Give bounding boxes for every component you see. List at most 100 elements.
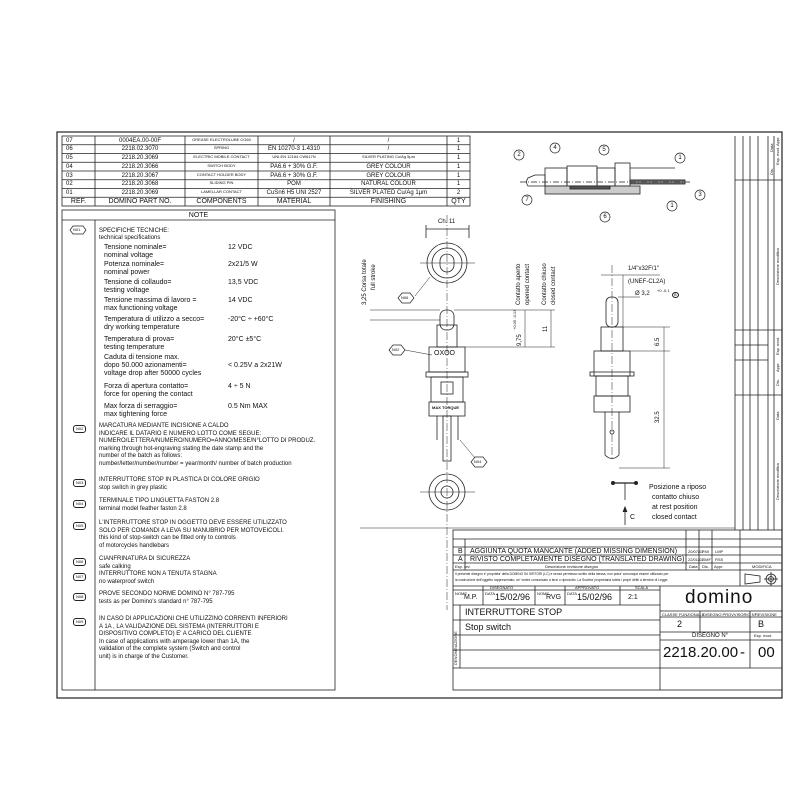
note-heading-en: technical specifications: [99, 235, 161, 241]
parts-cell-component: SLIDING PIN: [209, 180, 234, 186]
revision-value: B: [758, 619, 765, 629]
drawn-name-label: NOME: [455, 591, 467, 596]
spec-label-en: force for opening the contact: [104, 391, 193, 398]
parts-cell-ref: 04: [66, 163, 73, 170]
spec-label: Potenza nominale=: [104, 261, 165, 268]
pin-diameter-tolerance: +0 -0,1: [657, 288, 670, 293]
note-tag: N06: [73, 558, 87, 566]
rev-header-dis: Dis.: [702, 564, 709, 569]
parts-cell-ref: 02: [66, 181, 73, 188]
note-line: L'INTERRUTTORE STOP IN OGGETTO DEVE ESSE…: [99, 520, 287, 526]
parts-cell-ref: 07: [66, 137, 73, 144]
rev-b-date: 20/07/02: [688, 549, 704, 554]
side-label-esp-mod-2: Esp. mod.: [775, 336, 780, 355]
note-box: [61, 209, 336, 691]
rev-header-desc: Descrizione revisione disegno: [545, 564, 599, 569]
balloon-circle: [674, 152, 686, 164]
parts-cell-part-no: 2218.02.3070: [121, 146, 159, 153]
side-label-dis: Dis.: [769, 168, 774, 175]
side-label-appr: Appr.: [775, 136, 780, 146]
parts-cell-component: GREASE ELECTROLUBE CG60: [192, 136, 251, 142]
note-line: unit) is in charge of the Customer.: [99, 654, 189, 660]
scale-value: 2:1: [628, 594, 638, 601]
parts-cell-material: PA6.6 + 30% G.F.: [270, 163, 318, 170]
exp-mod-value: 00: [758, 644, 775, 661]
parts-header-qty: QTY: [451, 198, 466, 206]
note-tag: N07: [73, 573, 87, 581]
note-line: validation of the complete system (Switc…: [99, 646, 241, 653]
parts-cell-qty: 2: [456, 190, 461, 196]
note-line: of motorcycles handlebars: [99, 542, 170, 549]
open-contact-label: Contatto aperto: [516, 263, 522, 305]
spec-value: 0.5 Nm MAX: [228, 403, 268, 410]
rev-a-appr: RSS: [715, 557, 724, 562]
denomination-label: DENOMINAZIONE: [453, 631, 458, 665]
parts-cell-material: POM: [287, 181, 301, 188]
parts-cell-qty: 1: [456, 137, 461, 144]
balloon-label: 3: [698, 192, 702, 198]
stroke-label-en: full stroke: [371, 264, 377, 290]
note-line: PROVE SECONDO NORME DOMINO N° 787-795: [99, 591, 235, 597]
approved-name-label: NOME: [537, 591, 549, 596]
rev-b-appr: LMP: [715, 549, 724, 554]
balloon-label: 5: [602, 147, 606, 153]
contact-label: C: [630, 514, 636, 521]
balloon-label: 2: [517, 152, 521, 158]
drawn-name: M.P.: [464, 594, 478, 601]
rev-header-rev: Esp. rev.: [455, 564, 471, 569]
note-line: INTERRUTTORE STOP IN PLASTICA DI COLORE …: [99, 477, 260, 483]
hex-size-label: Ch. 11: [438, 219, 456, 225]
rev-b-dis: FMI: [702, 549, 709, 554]
parts-cell-ref: 03: [66, 172, 73, 179]
balloon-label: 7: [525, 197, 529, 203]
open-contact-label-en: opened contact: [525, 263, 531, 305]
title-italian: INTERRUTTORE STOP: [465, 607, 563, 617]
note-tag-n02: N02: [392, 347, 400, 352]
rev-a-date: 22/01/02: [688, 557, 704, 562]
parts-cell-finishing: GREY COLOUR: [366, 163, 411, 170]
side-label-data: Data: [769, 143, 774, 152]
section-view: [520, 162, 690, 195]
parts-cell-component: SWITCH BODY: [207, 162, 236, 168]
spec-label: Temperatura di prova=: [104, 336, 175, 343]
pin-diameter: Ø 3,2: [635, 291, 650, 297]
parts-cell-finishing: /: [387, 146, 390, 153]
spec-label-en: nominal voltage: [104, 252, 154, 259]
parts-cell-part-no: 2218.20.3069: [121, 190, 159, 196]
note-line: this kind of stop-switch can be fitted o…: [99, 535, 236, 542]
class-label: CLASSE FUNZIONALE: [662, 612, 705, 617]
spec-label: Max forza di serraggio=: [104, 403, 178, 410]
note-line: tests as per Domino's standard n° 787-79…: [99, 598, 213, 605]
balloon-circle: [513, 149, 525, 161]
legal-line-2: la costruzione dell'oggetto rappresentat…: [455, 578, 669, 582]
dim-9-75-tolerance: +0.05 -0.13: [512, 309, 517, 330]
drawn-date: 15/02/96: [495, 592, 531, 602]
note-line: no waterproof switch: [99, 578, 155, 585]
dim-11: 11: [543, 325, 549, 332]
balloon-circle: [521, 194, 533, 206]
note-tag: N02: [73, 425, 87, 433]
parts-cell-part-no: 2218.20.3069: [121, 155, 159, 161]
spec-label-en: max functioning voltage: [104, 305, 178, 312]
note-tag: N03: [73, 479, 87, 487]
parts-cell-qty: 1: [456, 163, 461, 170]
rev-header-appr: Appr.: [714, 564, 724, 569]
approved-name: RVG: [546, 594, 562, 601]
spec-label: Caduta di tensione max.: [104, 354, 180, 361]
scale-label: SCALA: [635, 585, 649, 590]
rev-b-desc: AGGIUNTA QUOTA MANCANTE (ADDED MISSING D…: [470, 548, 678, 555]
parts-cell-finishing: SILVER PLATING Cu/Ag 5µm: [361, 154, 416, 159]
side-label-appr-2: Appr.: [775, 362, 780, 372]
approved-date: 15/02/96: [577, 592, 613, 602]
note-tag: N01: [73, 227, 81, 232]
rest-position-line-4: closed contact: [652, 514, 697, 521]
parts-cell-material: UNI-EN 12164 CW617N: [272, 154, 316, 159]
parts-header-material: MATERIAL: [276, 198, 312, 206]
parts-cell-qty: 1: [456, 146, 461, 153]
rev-a-desc: RIVISTO COMPLETAMENTE DISEGNO (TRANSLATE…: [470, 556, 685, 563]
spec-label: dopo 50.000 azionamenti=: [104, 362, 187, 369]
class-value: 2: [677, 619, 683, 629]
parts-cell-ref: 06: [66, 146, 73, 153]
exp-mod-label: Esp. mod.: [754, 633, 773, 638]
note-line: INTERRUTTORE NON A TENUTA STAGNA: [99, 571, 217, 577]
